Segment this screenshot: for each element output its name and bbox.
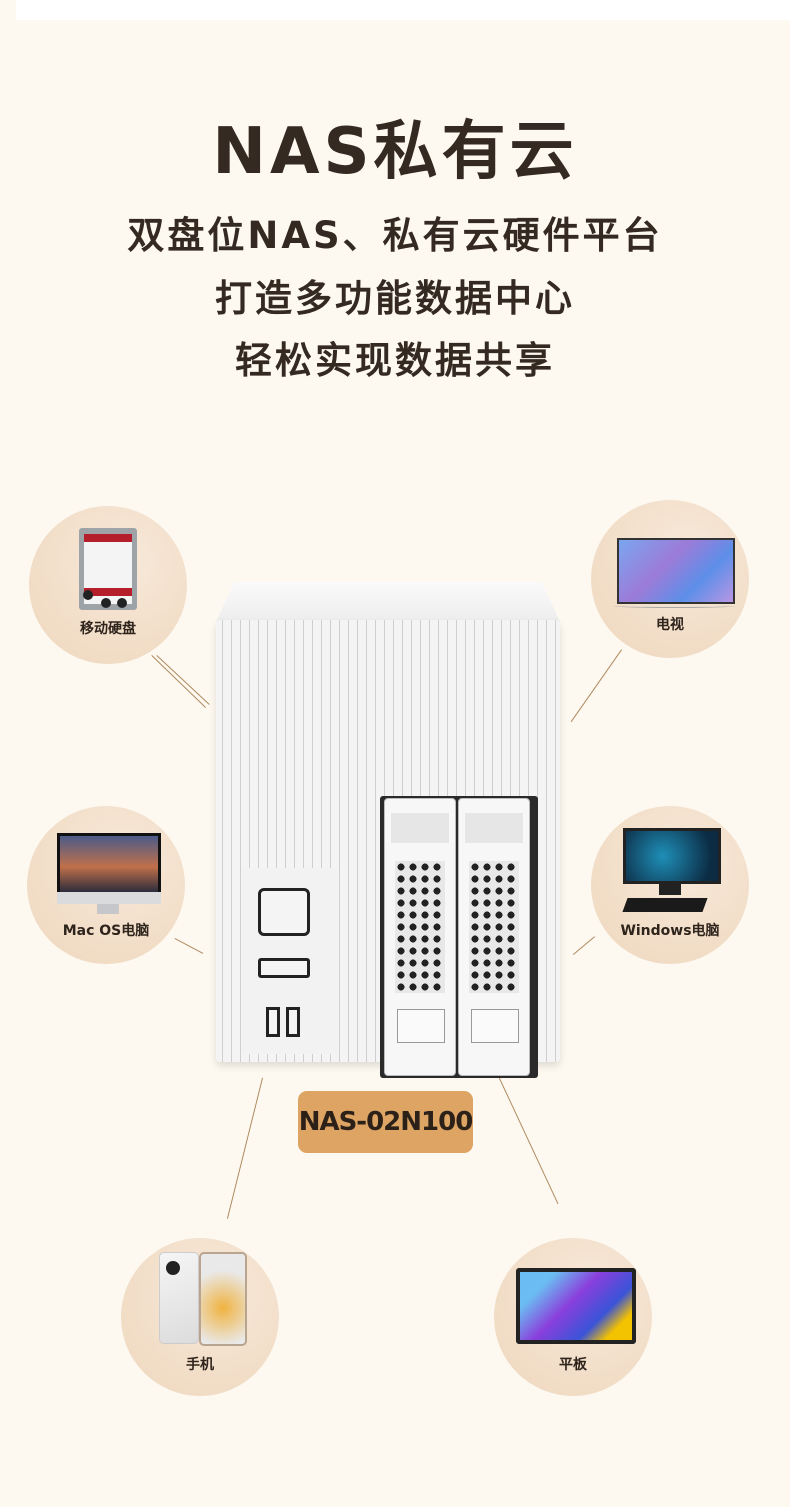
connector-line <box>151 655 206 708</box>
connector-line <box>497 1074 559 1205</box>
usb-port-icon <box>286 1007 300 1037</box>
drive-bay-1 <box>384 798 456 1076</box>
tablet-icon <box>516 1268 636 1344</box>
device-label: Mac OS电脑 <box>62 923 150 939</box>
connector-line <box>570 649 622 723</box>
subtitle-line-3: 轻松实现数据共享 <box>235 339 555 382</box>
page-title: NAS私有云 <box>212 115 578 189</box>
power-button <box>258 888 310 936</box>
subtitle-line-2: 打造多功能数据中心 <box>215 277 575 320</box>
connector-line <box>226 1077 263 1219</box>
tv-icon <box>617 538 735 604</box>
usb-port-icon <box>266 1007 280 1037</box>
smartphone-icon <box>159 1252 199 1344</box>
device-windows-pc: Windows电脑 <box>591 806 749 964</box>
copy-button <box>258 958 310 978</box>
model-badge: NAS-02N100 <box>298 1091 473 1153</box>
device-hard-drive: 移动硬盘 <box>29 506 187 664</box>
device-mac: Mac OS电脑 <box>27 806 185 964</box>
device-label: 电视 <box>656 617 684 633</box>
imac-icon <box>57 833 161 892</box>
device-label: 平板 <box>559 1357 587 1373</box>
windows-pc-icon <box>623 828 721 884</box>
device-label: 移动硬盘 <box>80 621 136 637</box>
connector-line <box>156 655 210 705</box>
device-label: 手机 <box>186 1357 214 1373</box>
hard-drive-icon <box>79 528 137 610</box>
device-label: Windows电脑 <box>620 923 720 939</box>
connector-line <box>174 938 204 954</box>
top-white-strip <box>16 0 790 20</box>
device-tv: 电视 <box>591 500 749 658</box>
drive-bay-2 <box>458 798 530 1076</box>
nas-device-image <box>216 582 560 1078</box>
device-tablet: 平板 <box>494 1238 652 1396</box>
device-phone: 手机 <box>121 1238 279 1396</box>
subtitle-line-1: 双盘位NAS、私有云硬件平台 <box>127 214 663 257</box>
